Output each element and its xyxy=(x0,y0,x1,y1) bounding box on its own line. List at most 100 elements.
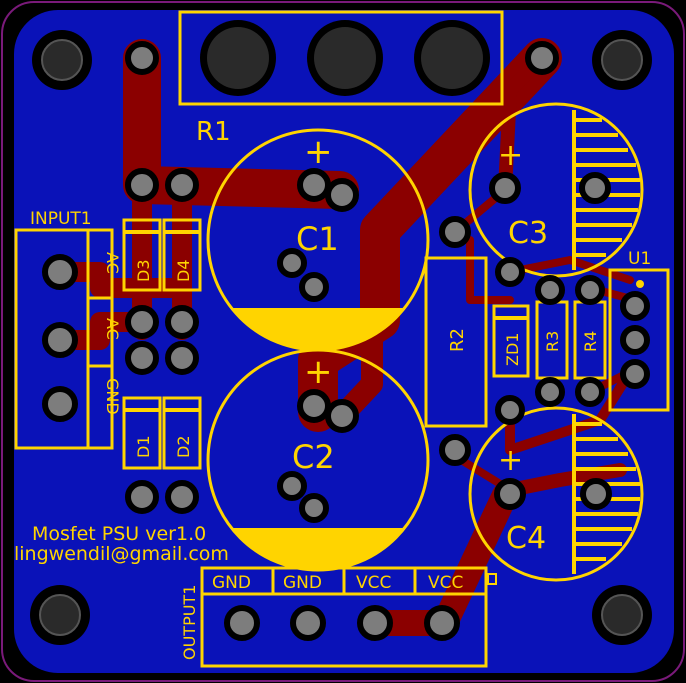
pad xyxy=(439,434,471,466)
trace xyxy=(50,262,192,298)
u1-component: U1 xyxy=(608,249,670,412)
pad xyxy=(125,341,159,375)
pad xyxy=(489,172,521,204)
pad xyxy=(580,478,612,510)
d4-component: D4 xyxy=(162,218,202,292)
pad xyxy=(620,359,650,389)
pad xyxy=(620,325,650,355)
mounting-hole-pad xyxy=(601,39,643,81)
c2-plus: + xyxy=(304,352,333,392)
input-ac1-label: AC xyxy=(103,252,122,274)
pad xyxy=(575,275,605,305)
output-gnd1-label: GND xyxy=(212,573,251,593)
c4-label: C4 xyxy=(506,521,546,556)
d4-label: D4 xyxy=(174,260,193,283)
pad xyxy=(297,168,331,202)
r2-component: R2 xyxy=(424,256,488,428)
d1-label: D1 xyxy=(134,436,153,459)
pad xyxy=(424,605,460,641)
pad xyxy=(439,216,471,248)
d2-component: D2 xyxy=(162,396,202,470)
r1-label: R1 xyxy=(196,117,231,147)
pad xyxy=(620,291,650,321)
pad xyxy=(325,178,359,212)
pad xyxy=(165,168,199,202)
pad xyxy=(495,257,525,287)
d1-component: D1 xyxy=(122,396,162,470)
zd1-component: ZD1 xyxy=(492,304,530,378)
c4-component: + C4 xyxy=(468,406,644,582)
pad xyxy=(42,254,78,290)
input-label: INPUT1 xyxy=(30,209,92,229)
pad xyxy=(277,248,307,278)
r4-label: R4 xyxy=(581,331,600,352)
pad xyxy=(290,605,326,641)
pad xyxy=(125,480,159,514)
pad xyxy=(165,305,199,339)
zd1-label: ZD1 xyxy=(503,333,522,366)
pad xyxy=(42,322,78,358)
pad xyxy=(125,41,159,75)
r1-component: R1 xyxy=(178,10,504,147)
r1-pad xyxy=(314,27,376,89)
output-label: OUTPUT1 xyxy=(180,585,199,660)
pad xyxy=(299,272,329,302)
pad xyxy=(224,605,260,641)
pad xyxy=(165,480,199,514)
pad xyxy=(535,377,565,407)
d2-label: D2 xyxy=(174,436,193,459)
c1-plus: + xyxy=(304,132,333,172)
r1-outline xyxy=(178,10,504,106)
output-gnd2-label: GND xyxy=(283,573,322,593)
mounting-hole-pad xyxy=(41,39,83,81)
board-title: Mosfet PSU ver1.0 xyxy=(32,523,206,545)
pad xyxy=(357,605,393,641)
pad xyxy=(277,471,307,501)
pad xyxy=(535,275,565,305)
r2-label: R2 xyxy=(447,328,468,352)
c1-polarity-band xyxy=(232,308,404,350)
pad xyxy=(165,341,199,375)
u1-pin1-marker xyxy=(636,280,644,288)
c3-label: C3 xyxy=(508,216,548,251)
pads xyxy=(42,41,650,641)
pad xyxy=(579,172,611,204)
pad xyxy=(494,478,526,510)
pad xyxy=(575,377,605,407)
c4-outline xyxy=(468,406,644,582)
c1-component: + C1 xyxy=(206,128,430,352)
r3-label: R3 xyxy=(543,331,562,352)
mounting-hole-pad xyxy=(39,594,81,636)
c3-component: + C3 xyxy=(468,102,644,278)
output-vcc1-label: VCC xyxy=(356,573,391,593)
mounting-hole-pad xyxy=(601,594,643,636)
d3-component: D3 xyxy=(122,218,162,292)
c1-label: C1 xyxy=(296,220,339,258)
input-outline xyxy=(14,228,114,450)
input-connector: INPUT1 AC AC GND xyxy=(14,209,122,450)
pad xyxy=(297,389,331,423)
pad xyxy=(525,41,559,75)
input-ac2-label: AC xyxy=(103,318,122,340)
output-connector: OUTPUT1 GND GND VCC VCC xyxy=(180,566,497,668)
r1-pad xyxy=(421,27,483,89)
c2-outline xyxy=(206,348,430,572)
mounting-holes xyxy=(30,30,652,645)
pad xyxy=(299,493,329,523)
pad xyxy=(125,168,159,202)
pad xyxy=(325,399,359,433)
u1-label: U1 xyxy=(628,249,651,269)
c2-component: + C2 xyxy=(206,348,430,572)
c4-plus: + xyxy=(498,443,523,478)
c3-outline xyxy=(468,102,644,278)
pad xyxy=(42,386,78,422)
r1-pad xyxy=(207,27,269,89)
board-email: lingwendil@gmail.com xyxy=(14,543,229,565)
output-vcc2-label: VCC xyxy=(428,573,463,593)
trace xyxy=(50,312,152,350)
c3-plus: + xyxy=(498,138,523,173)
pad xyxy=(495,395,525,425)
pad xyxy=(125,305,159,339)
